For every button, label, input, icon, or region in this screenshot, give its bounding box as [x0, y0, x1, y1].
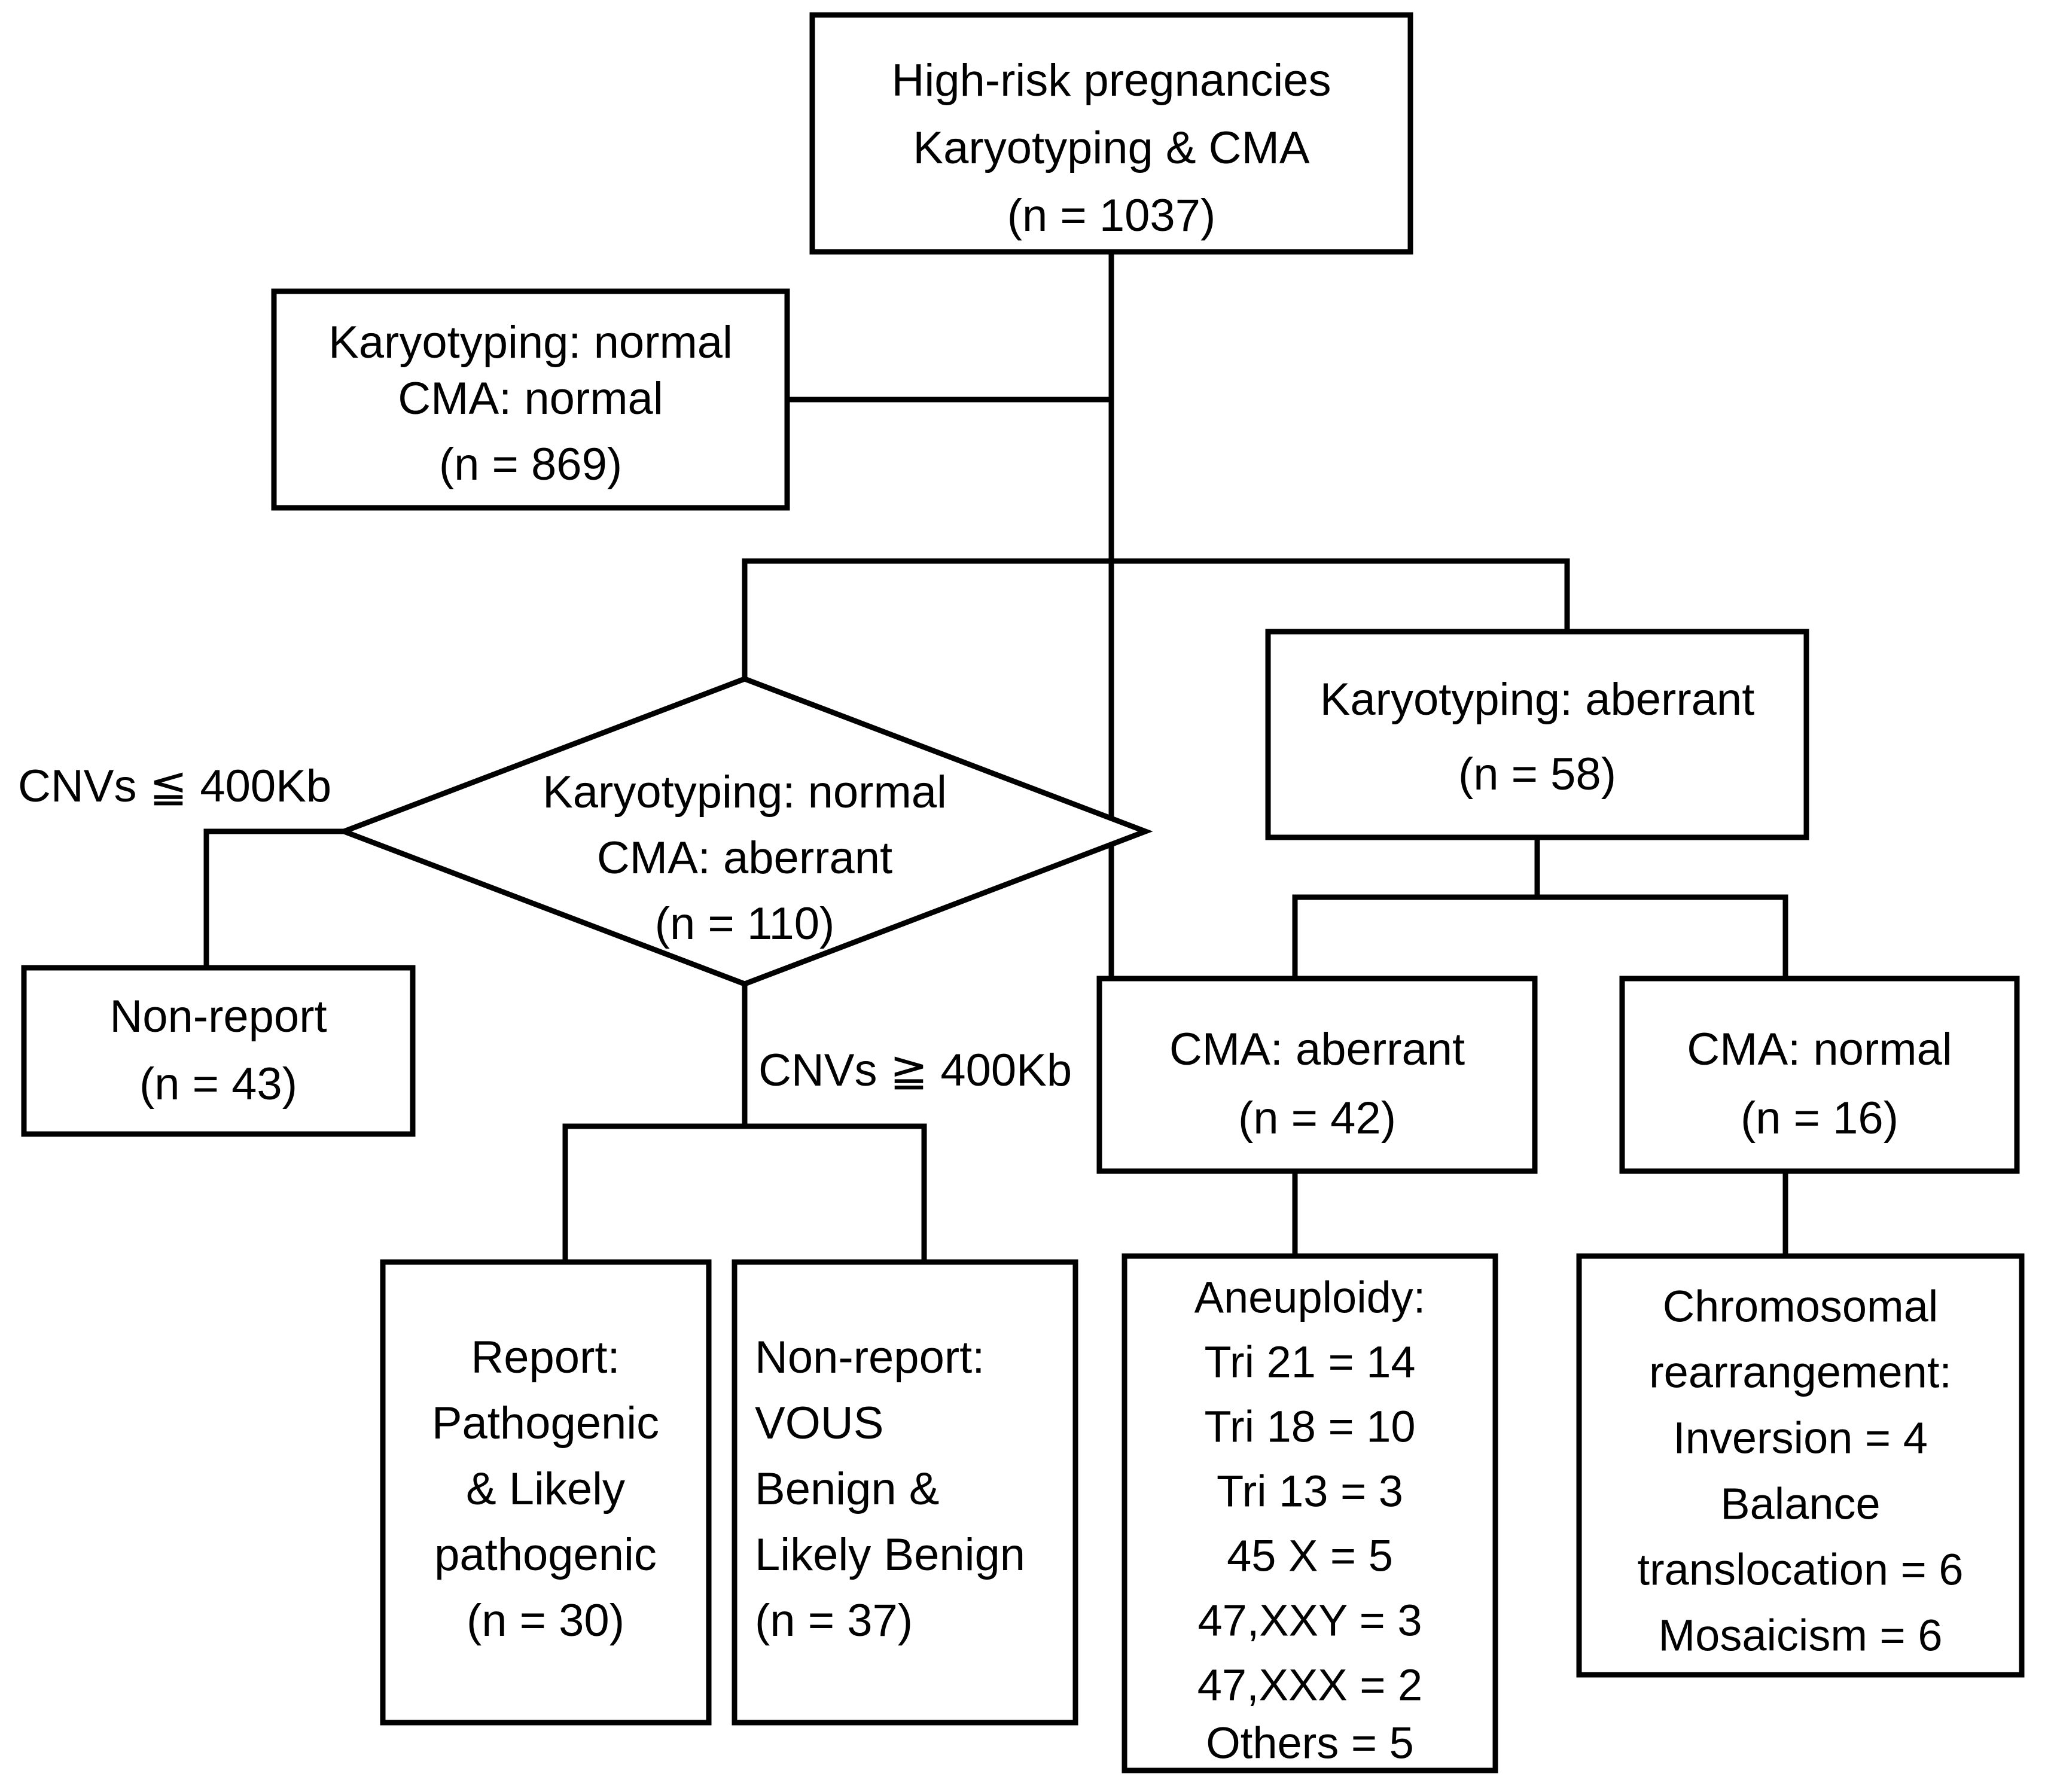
- node-box-non-report-vous: [732, 1259, 1078, 1726]
- edge-label-cnv-large: CNVs ≧ 400Kb: [758, 1045, 1072, 1096]
- node-report-pathogenic-line-2: & Likely: [466, 1464, 625, 1514]
- node-box-root: [809, 12, 1413, 255]
- node-aneuploidy-line-4: 45 X = 5: [1227, 1531, 1393, 1581]
- node-karyotyping-aberrant[interactable]: Karyotyping: aberrant (n = 58): [1265, 629, 1809, 840]
- node-diamond-line-1: CMA: aberrant: [597, 833, 892, 883]
- node-both-normal-line-2: (n = 869): [439, 439, 622, 490]
- connector-layer: [203, 249, 1788, 1265]
- node-non-report-vous-line-3: Likely Benign: [755, 1529, 1025, 1580]
- node-rearrangement-line-0: Chromosomal: [1663, 1282, 1939, 1331]
- node-box-report-pathogenic: [380, 1259, 712, 1726]
- node-report-pathogenic-line-4: (n = 30): [467, 1595, 624, 1646]
- node-non-report-small-line-1: (n = 43): [139, 1059, 297, 1110]
- connector-cnv-small: [203, 828, 347, 971]
- node-box-cma-aberrant: [1096, 976, 1538, 1174]
- node-box-cma-normal: [1619, 976, 2020, 1174]
- node-cma-normal-line-1: (n = 16): [1741, 1093, 1898, 1144]
- node-high-risk-pregnancies[interactable]: High-risk pregnancies Karyotyping & CMA …: [809, 12, 1413, 255]
- node-aneuploidy-breakdown[interactable]: Aneuploidy: Tri 21 = 14 Tri 18 = 10 Tri …: [1122, 1253, 1498, 1773]
- node-non-report-vous-line-2: Benign &: [755, 1464, 939, 1514]
- edge-label-cnv-small: CNVs ≦ 400Kb: [18, 761, 331, 812]
- node-non-report-vous-line-1: VOUS: [755, 1398, 883, 1449]
- node-report-pathogenic-line-0: Report:: [471, 1332, 620, 1383]
- node-box-both-normal: [271, 288, 790, 511]
- node-box-aneuploidy: [1122, 1253, 1498, 1773]
- node-report-pathogenic-line-3: pathogenic: [434, 1529, 657, 1580]
- node-box-karyo-aberrant: [1265, 629, 1809, 840]
- node-report-pathogenic-line-1: Pathogenic: [432, 1398, 659, 1449]
- node-rearrangement-line-4: translocation = 6: [1637, 1545, 1963, 1595]
- node-cma-aberrant-line-0: CMA: aberrant: [1169, 1024, 1465, 1075]
- node-cma-aberrant[interactable]: CMA: aberrant (n = 42): [1096, 976, 1538, 1174]
- node-non-report-small-line-0: Non-report: [109, 991, 327, 1042]
- node-karyotyping-normal-cma-aberrant[interactable]: Karyotyping: normal CMA: aberrant (n = 1…: [336, 676, 1153, 987]
- node-non-report-vous-line-4: (n = 37): [755, 1595, 913, 1646]
- node-aneuploidy-line-0: Aneuploidy:: [1194, 1273, 1426, 1322]
- node-chromosomal-rearrangement-breakdown[interactable]: Chromosomal rearrangement: Inversion = 4…: [1576, 1253, 2025, 1678]
- node-root-line-0: High-risk pregnancies: [892, 55, 1331, 106]
- node-non-report-small-cnv[interactable]: Non-report (n = 43): [21, 965, 416, 1137]
- node-rearrangement-line-5: Mosaicism = 6: [1659, 1611, 1943, 1660]
- node-aneuploidy-line-3: Tri 13 = 3: [1217, 1467, 1403, 1516]
- node-aneuploidy-line-5: 47,XXY = 3: [1197, 1596, 1422, 1645]
- node-karyo-aberrant-line-0: Karyotyping: aberrant: [1320, 674, 1755, 725]
- node-root-line-1: Karyotyping & CMA: [913, 123, 1309, 173]
- node-cma-normal[interactable]: CMA: normal (n = 16): [1619, 976, 2020, 1174]
- node-diamond-shape: [336, 676, 1153, 987]
- node-box-chromosomal-rearrangement: [1576, 1253, 2025, 1678]
- node-non-report-vous-line-0: Non-report:: [755, 1332, 985, 1383]
- node-root-line-2: (n = 1037): [1007, 190, 1216, 241]
- node-both-normal-line-1: CMA: normal: [398, 373, 663, 424]
- node-diamond-line-0: Karyotyping: normal: [543, 767, 947, 818]
- node-cma-normal-line-0: CMA: normal: [1687, 1024, 1952, 1075]
- node-aneuploidy-line-7: Others = 5: [1206, 1718, 1414, 1768]
- node-cma-aberrant-line-1: (n = 42): [1238, 1093, 1396, 1144]
- node-aneuploidy-line-1: Tri 21 = 14: [1204, 1337, 1415, 1387]
- node-rearrangement-line-2: Inversion = 4: [1673, 1413, 1928, 1463]
- node-diamond-line-2: (n = 110): [655, 898, 835, 949]
- node-rearrangement-line-3: Balance: [1720, 1479, 1880, 1529]
- node-aneuploidy-line-6: 47,XXX = 2: [1197, 1660, 1422, 1710]
- node-aneuploidy-line-2: Tri 18 = 10: [1204, 1402, 1415, 1452]
- node-box-non-report-small: [21, 965, 416, 1137]
- node-non-report-vous[interactable]: Non-report: VOUS Benign & Likely Benign …: [732, 1259, 1078, 1726]
- node-karyotyping-normal-cma-normal[interactable]: Karyotyping: normal CMA: normal (n = 869…: [271, 288, 790, 511]
- node-report-pathogenic[interactable]: Report: Pathogenic & Likely pathogenic (…: [380, 1259, 712, 1726]
- node-karyo-aberrant-line-1: (n = 58): [1458, 749, 1616, 800]
- node-rearrangement-line-1: rearrangement:: [1649, 1348, 1952, 1397]
- node-both-normal-line-0: Karyotyping: normal: [328, 317, 733, 368]
